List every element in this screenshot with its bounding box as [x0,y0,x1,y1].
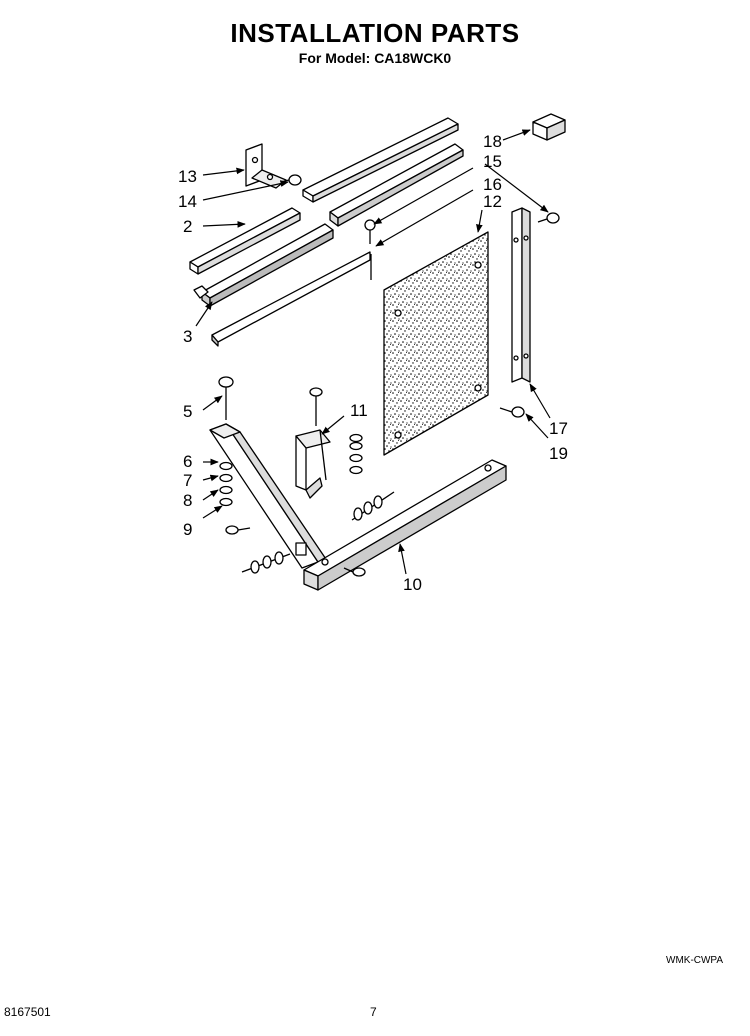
callout-16: 16 [483,175,502,194]
callout-5: 5 [183,402,193,421]
top-rail [302,117,459,203]
side-strip-part-17 [511,207,531,383]
leader-9 [202,505,223,519]
leader-18 [502,129,531,141]
callout-14: 14 [178,192,197,211]
callout-12: 12 [483,192,502,211]
screw-part-15-right [537,212,560,224]
bottom-rail-part-10 [303,459,507,591]
callout-18: 18 [483,132,502,151]
second-rail [329,143,464,227]
callout-7: 7 [183,471,193,490]
foam-panel-part-12 [383,231,489,456]
page-number: 7 [370,1005,377,1019]
part-number: 8167501 [4,1005,51,1019]
callout-8: 8 [183,491,193,510]
leader-3 [195,301,213,327]
screw-part-9 [225,525,251,535]
leader-16 [375,189,474,247]
callout-17: 17 [549,419,568,438]
model-subtitle: For Model: CA18WCK0 [298,50,452,66]
callout-19: 19 [549,444,568,463]
leader-10 [398,543,407,575]
leader-19 [525,413,549,439]
leader-11 [321,415,345,435]
leader-2 [202,221,246,228]
lower-washers [241,551,291,574]
support-arm-left [209,423,333,569]
callout-2: 2 [183,217,193,236]
bracket-part-11 [295,429,331,499]
leader-7 [202,474,219,482]
screw-part-15 [364,219,376,244]
bolt-part-11 [309,387,323,426]
leader-5 [202,395,223,411]
washers-row [351,491,395,521]
screw-part-19 [499,406,525,418]
block-part-18 [532,113,566,141]
leader-17 [529,383,551,419]
bolt-part-5 [218,376,234,420]
callout-13: 13 [178,167,197,186]
callout-9: 9 [183,520,193,539]
callout-11: 11 [350,401,368,420]
callout-15: 15 [483,152,502,171]
leader-12 [476,209,483,233]
leader-8 [202,489,219,501]
callout-6: 6 [183,452,193,471]
page-title: INSTALLATION PARTS [230,18,520,48]
doc-code: WMK-CWPA [666,955,724,966]
callout-3: 3 [183,327,193,346]
leader-13 [202,167,245,176]
washer-stack [219,461,233,507]
screw-near-10 [343,567,366,577]
rail-part-2 [189,207,301,275]
bracket-part-13 [245,143,287,189]
callout-10: 10 [403,575,422,594]
leader-15a [484,163,549,213]
washers-near-11 [349,433,363,475]
leader-15b [373,167,474,225]
angle-part-16 [211,251,372,347]
rail-channel-part-3 [193,223,334,307]
leader-14 [202,180,289,201]
